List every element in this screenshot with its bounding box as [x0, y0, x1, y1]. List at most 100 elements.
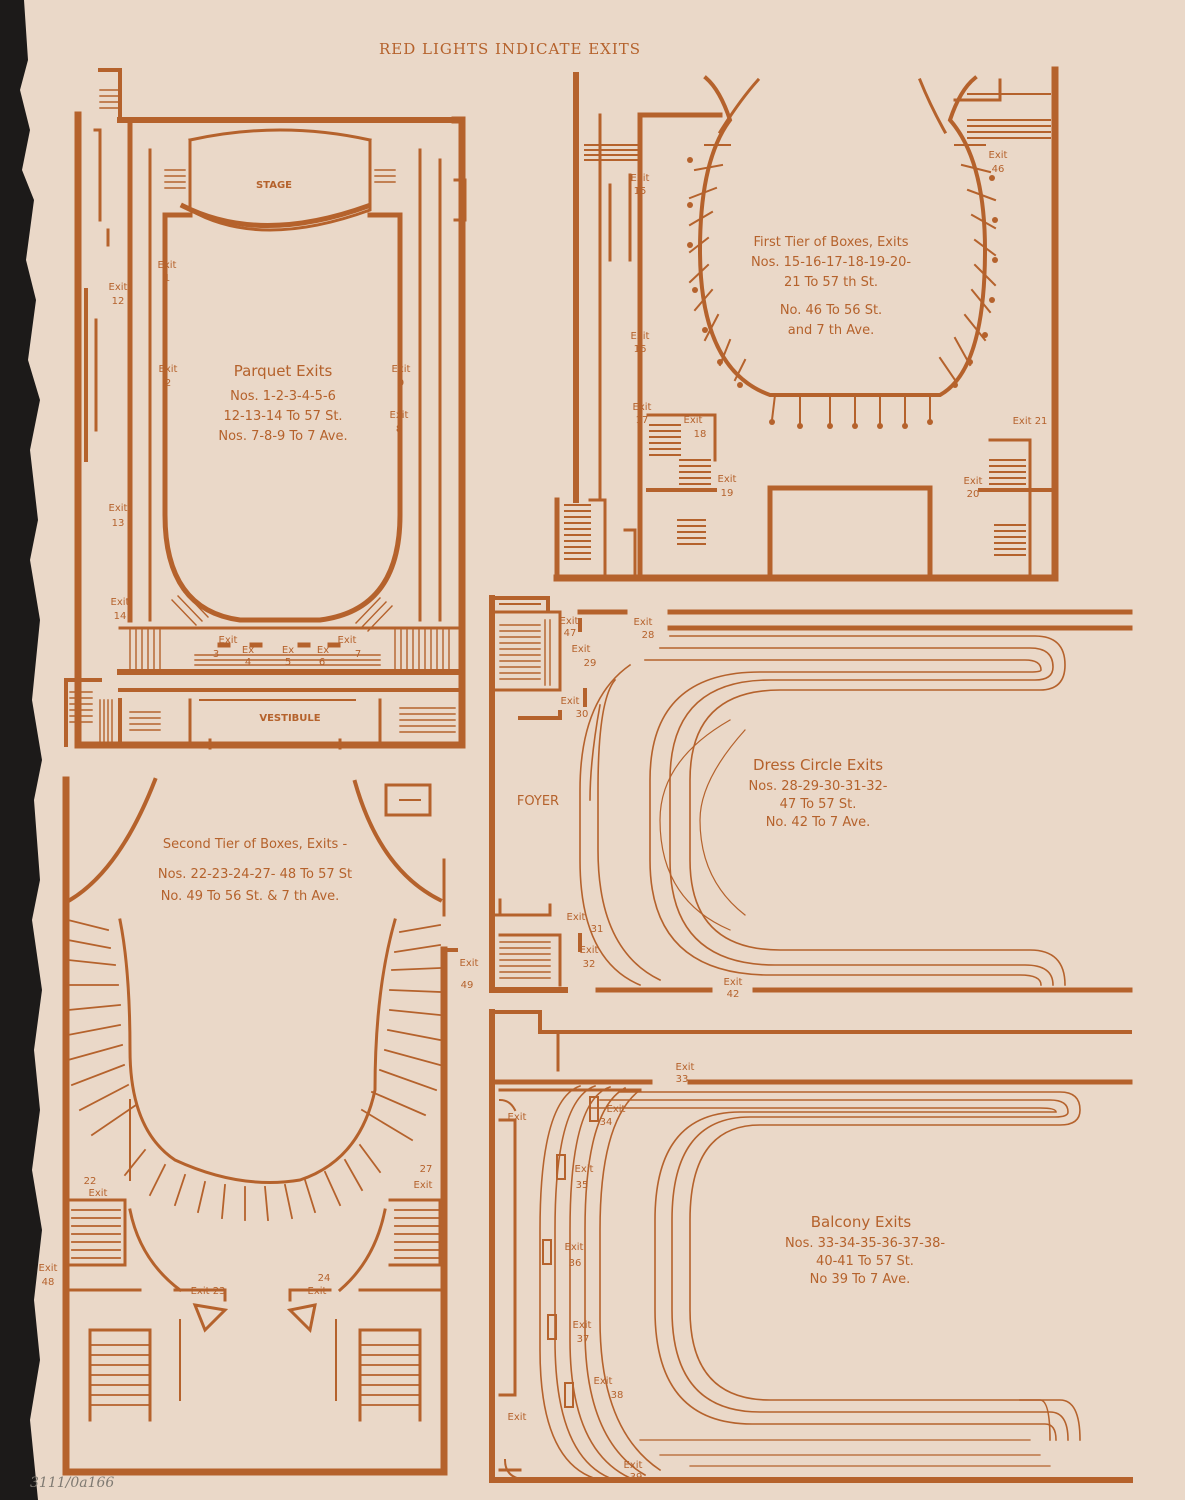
exit-17-number: 17	[636, 415, 649, 426]
exit-16-number: 16	[634, 344, 647, 355]
second-tier-plan	[62, 776, 458, 1476]
exit-49-label: Exit	[460, 958, 479, 969]
exit-36-label: Exit	[565, 1242, 584, 1253]
exit-28-number: 28	[642, 630, 655, 641]
exit-18-label: Exit	[684, 415, 703, 426]
exit-16-label: Exit	[631, 331, 650, 342]
exit-9-label: Exit	[392, 364, 411, 375]
balcony-title: Balcony Exits	[811, 1213, 912, 1231]
dress-circle-exit-labels: Exit 47 Exit 28 Exit 29 Exit 30 Exit 31 …	[560, 616, 743, 1000]
first-tier-plan	[553, 66, 1059, 582]
exit-27-number: 27	[420, 1164, 433, 1175]
exit-15-number: 15	[634, 186, 647, 197]
exit-37-label: Exit	[573, 1320, 592, 1331]
parquet-line-3: Nos. 7-8-9 To 7 Ave.	[218, 429, 347, 444]
exit-33-number: 33	[676, 1074, 689, 1085]
dress-circle-stairs	[499, 619, 551, 979]
exit-12-label: Exit	[109, 282, 128, 293]
exit-6-label: Ex	[317, 645, 329, 656]
exit-39-number: 39	[630, 1472, 643, 1483]
exit-42-number: 42	[727, 989, 740, 1000]
balcony-plan	[489, 1009, 1133, 1483]
exit-6-number: 6	[319, 657, 325, 668]
dress-circle-plan	[489, 595, 1133, 993]
exit-35-label: Exit	[575, 1164, 594, 1175]
exit-3-label: Exit	[219, 635, 238, 646]
exit-20-number: 20	[967, 489, 980, 500]
exit-23-label: Exit 23	[191, 1286, 226, 1297]
second-tier-title: Second Tier of Boxes, Exits -	[163, 837, 348, 852]
exit-39-label: Exit	[624, 1460, 643, 1471]
stage-label: STAGE	[256, 180, 292, 191]
first-tier-line-3: No. 46 To 56 St.	[780, 303, 882, 318]
exit-22-label: Exit	[89, 1188, 108, 1199]
exit-7-number: 7	[355, 649, 361, 660]
exit-14-label: Exit	[111, 597, 130, 608]
exit-47-label: Exit	[560, 616, 579, 627]
balcony-line-3: No 39 To 7 Ave.	[810, 1272, 911, 1287]
second-tier-exit-labels: Exit 49 22 Exit 27 Exit Exit 48 Exit 23 …	[39, 958, 479, 1297]
first-tier-line-1: Nos. 15-16-17-18-19-20-	[751, 255, 911, 270]
exit-32-number: 32	[583, 959, 596, 970]
exit-27-label: Exit	[414, 1180, 433, 1191]
exit-21-label: Exit 21	[1013, 416, 1048, 427]
exit-30-number: 30	[576, 709, 589, 720]
parquet-exit-labels: Exit 1 Exit 2 Exit 12 Exit 13 Exit 14 Ex…	[109, 260, 411, 668]
exit-24-label: Exit	[308, 1286, 327, 1297]
exit-29-number: 29	[584, 658, 597, 669]
exit-22-number: 22	[84, 1176, 97, 1187]
balcony-line-2: 40-41 To 57 St.	[816, 1254, 914, 1269]
exit-8-label: Exit	[390, 410, 409, 421]
exit-9-number: 9	[398, 378, 404, 389]
first-tier-exit-labels: Exit 15 Exit 16 Exit 17 Exit 18 Exit 19 …	[631, 150, 1048, 500]
exit-17-label: Exit	[633, 402, 652, 413]
exit-5-label: Ex	[282, 645, 294, 656]
exit-30-label: Exit	[561, 696, 580, 707]
exit-13-number: 13	[112, 518, 125, 529]
exit-3-number: 3	[213, 649, 219, 660]
exit-2-number: 2	[165, 378, 171, 389]
exit-38-number: 38	[611, 1390, 624, 1401]
exit-49-number: 49	[461, 980, 474, 991]
exit-31-number: 31	[591, 924, 604, 935]
exit-31-label: Exit	[567, 912, 586, 923]
first-tier-exit-lights	[687, 157, 998, 429]
dress-circle-rows	[579, 635, 1066, 987]
exit-46-label: Exit	[989, 150, 1008, 161]
exit-13-label: Exit	[109, 503, 128, 514]
exit-4-number: 4	[245, 657, 251, 668]
exit-34-number: 34	[600, 1117, 613, 1128]
exit-48-label: Exit	[39, 1263, 58, 1274]
vestibule-label: VESTIBULE	[259, 713, 320, 724]
exit-34-label: Exit	[607, 1104, 626, 1115]
exit-12-number: 12	[112, 296, 125, 307]
exit-8-number: 8	[396, 424, 402, 435]
header-title: RED LIGHTS INDICATE EXITS	[379, 40, 641, 58]
second-tier-line-2: No. 49 To 56 St. & 7 th Ave.	[161, 889, 340, 904]
dress-circle-line-2: 47 To 57 St.	[780, 797, 857, 812]
exit-28-label: Exit	[634, 617, 653, 628]
exit-5-number: 5	[285, 657, 291, 668]
foyer-label: FOYER	[517, 794, 559, 809]
exit-48-number: 48	[42, 1277, 55, 1288]
exit-19-label: Exit	[718, 474, 737, 485]
exit-24-number: 24	[318, 1273, 331, 1284]
balcony-line-1: Nos. 33-34-35-36-37-38-	[785, 1236, 945, 1251]
exit-41-label: Exit	[508, 1412, 527, 1423]
exit-1-label: Exit	[158, 260, 177, 271]
first-tier-box-partitions	[564, 93, 1051, 560]
exit-19-number: 19	[721, 488, 734, 499]
dress-circle-title: Dress Circle Exits	[753, 756, 883, 774]
exit-15-label: Exit	[631, 173, 650, 184]
exit-14-number: 14	[114, 611, 127, 622]
parquet-title: Parquet Exits	[234, 362, 333, 380]
parquet-plan	[64, 68, 467, 750]
parquet-line-1: Nos. 1-2-3-4-5-6	[230, 389, 336, 404]
second-tier-line-1: Nos. 22-23-24-27- 48 To 57 St	[158, 867, 352, 882]
parquet-line-2: 12-13-14 To 57 St.	[223, 409, 342, 424]
parquet-stair-hatching	[69, 89, 456, 746]
dress-circle-line-1: Nos. 28-29-30-31-32-	[749, 779, 888, 794]
first-tier-title: First Tier of Boxes, Exits	[754, 235, 909, 250]
exit-1-number: 1	[164, 273, 170, 284]
